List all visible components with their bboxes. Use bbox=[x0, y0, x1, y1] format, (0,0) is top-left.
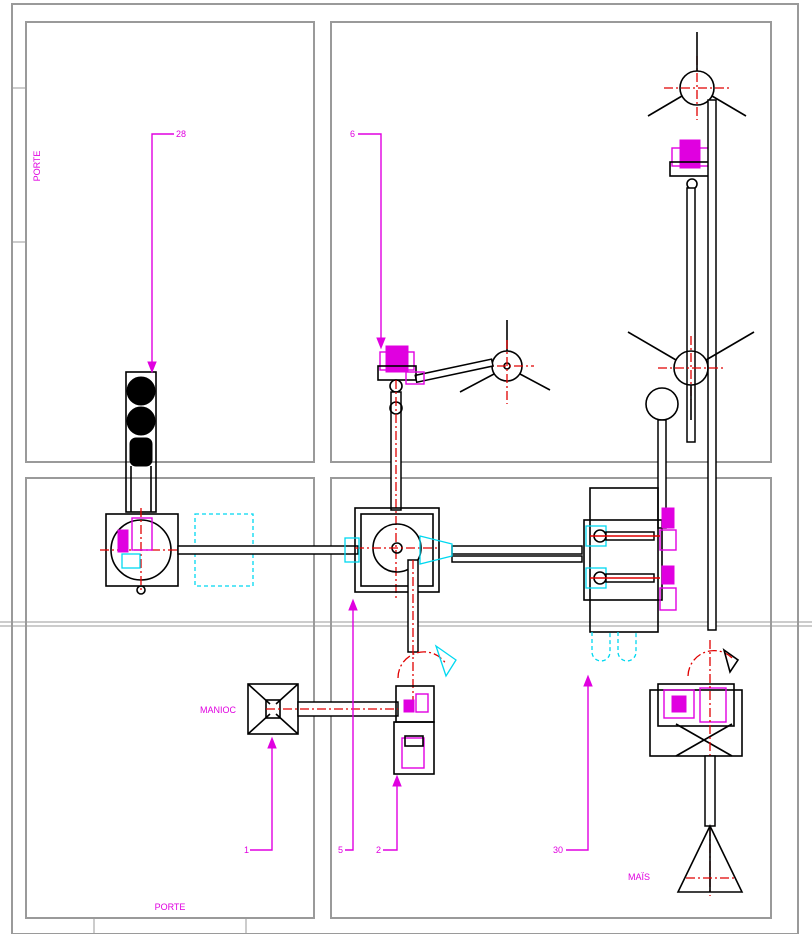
callout-1: 1 bbox=[244, 845, 249, 855]
vertical-duct-far-right bbox=[707, 99, 717, 631]
duct-down-center bbox=[407, 559, 419, 700]
vertical-duct-center bbox=[389, 380, 403, 600]
hopper-manioc bbox=[247, 683, 399, 735]
label-manioc: MANIOC bbox=[200, 705, 237, 715]
vertical-duct-right bbox=[686, 187, 696, 443]
fan-right bbox=[627, 331, 755, 420]
cyclone-center bbox=[344, 507, 453, 593]
elevator-2 bbox=[393, 644, 457, 775]
silo-stack bbox=[125, 371, 157, 513]
label-porte-bottom: PORTE bbox=[155, 902, 186, 912]
motor-center bbox=[377, 345, 425, 393]
callout-5: 5 bbox=[338, 845, 343, 855]
walls bbox=[0, 3, 812, 934]
hopper-mais bbox=[676, 755, 744, 893]
callout-30: 30 bbox=[553, 845, 563, 855]
fan-top-right bbox=[647, 32, 747, 120]
callout-6: 6 bbox=[350, 129, 355, 139]
filter-unit-right bbox=[583, 487, 677, 662]
mixer-left bbox=[100, 508, 184, 595]
callout-leaders bbox=[147, 133, 593, 851]
label-mais: MAÏS bbox=[628, 872, 650, 882]
callout-2: 2 bbox=[376, 845, 381, 855]
callout-28: 28 bbox=[176, 129, 186, 139]
fan-center bbox=[414, 320, 551, 404]
cyclone-small-right bbox=[645, 387, 679, 529]
label-porte-left: PORTE bbox=[32, 151, 42, 182]
elevator-mais bbox=[649, 640, 743, 896]
